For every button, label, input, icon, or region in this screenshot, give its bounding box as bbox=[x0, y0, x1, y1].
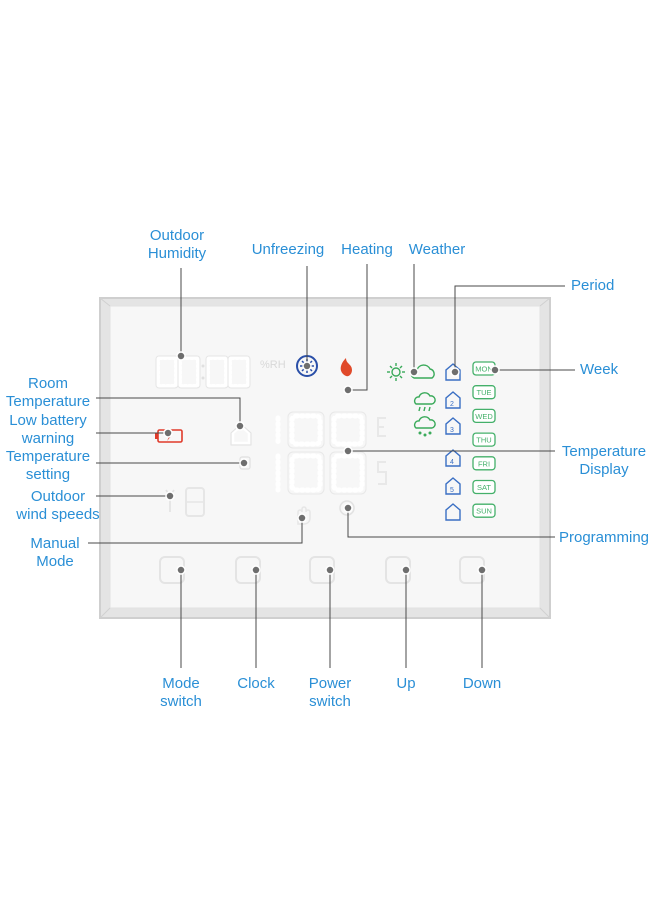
label-down: Down bbox=[462, 675, 502, 692]
weekday-label: SUN bbox=[476, 507, 492, 516]
period-house-icon bbox=[445, 503, 461, 521]
label-week: Week bbox=[580, 361, 619, 378]
label-weather: Weather bbox=[408, 241, 466, 258]
period-house-icon bbox=[445, 363, 461, 381]
period-icons: 2 3 4 5 bbox=[445, 363, 461, 521]
weekday-label: SAT bbox=[477, 483, 491, 492]
weekday-label: THU bbox=[476, 436, 491, 445]
period-house-icon: 5 bbox=[445, 477, 461, 495]
period-house-icon: 4 bbox=[445, 449, 461, 467]
room-house-icon bbox=[231, 424, 251, 445]
degree-unit-top bbox=[377, 417, 386, 437]
humidity-unit: %RH bbox=[260, 359, 286, 371]
weekday-label: TUE bbox=[477, 388, 492, 397]
label-unfreezing: Unfreezing bbox=[251, 241, 325, 258]
hand-icon bbox=[297, 506, 311, 525]
label-clock: Clock bbox=[237, 675, 275, 692]
weekday-badges: MON TUE WED THU FRI SAT SUN bbox=[472, 361, 496, 518]
weekday-label: WED bbox=[475, 412, 493, 421]
weekday-badge-tue: TUE bbox=[472, 385, 496, 400]
label-period: Period bbox=[571, 277, 615, 294]
label-up: Up bbox=[396, 675, 416, 692]
sun-icon bbox=[387, 363, 405, 381]
period-number: 2 bbox=[450, 401, 454, 408]
weekday-badge-fri: FRI bbox=[472, 456, 496, 471]
weekday-label: FRI bbox=[478, 459, 490, 468]
period-number: 3 bbox=[450, 427, 454, 434]
programming-icon bbox=[339, 500, 355, 516]
period-number: 5 bbox=[450, 487, 454, 494]
flame-icon bbox=[340, 358, 352, 377]
degree-unit-bottom bbox=[377, 461, 387, 485]
label-programming: Programming bbox=[559, 529, 650, 546]
humidity-digits bbox=[156, 356, 250, 388]
weekday-badge-wed: WED bbox=[472, 408, 496, 424]
rain-cloud-icon bbox=[413, 392, 436, 412]
room-house-icon-outline bbox=[230, 423, 252, 446]
weekday-label: MON bbox=[475, 365, 493, 374]
weekday-badge-sun: SUN bbox=[472, 503, 496, 518]
period-house-icon: 2 bbox=[445, 391, 461, 409]
period-number: 4 bbox=[450, 459, 454, 466]
humidity-digits-outline bbox=[155, 355, 251, 389]
snow-cloud-icon bbox=[413, 416, 436, 437]
temperature-digits bbox=[275, 413, 365, 493]
leader-dots bbox=[163, 351, 500, 575]
weekday-badge-sat: SAT bbox=[472, 479, 496, 495]
leader-lines bbox=[88, 264, 575, 668]
weekday-badge-thu: THU bbox=[472, 432, 496, 447]
period-house-icon: 3 bbox=[445, 417, 461, 435]
label-heating: Heating bbox=[341, 241, 393, 258]
